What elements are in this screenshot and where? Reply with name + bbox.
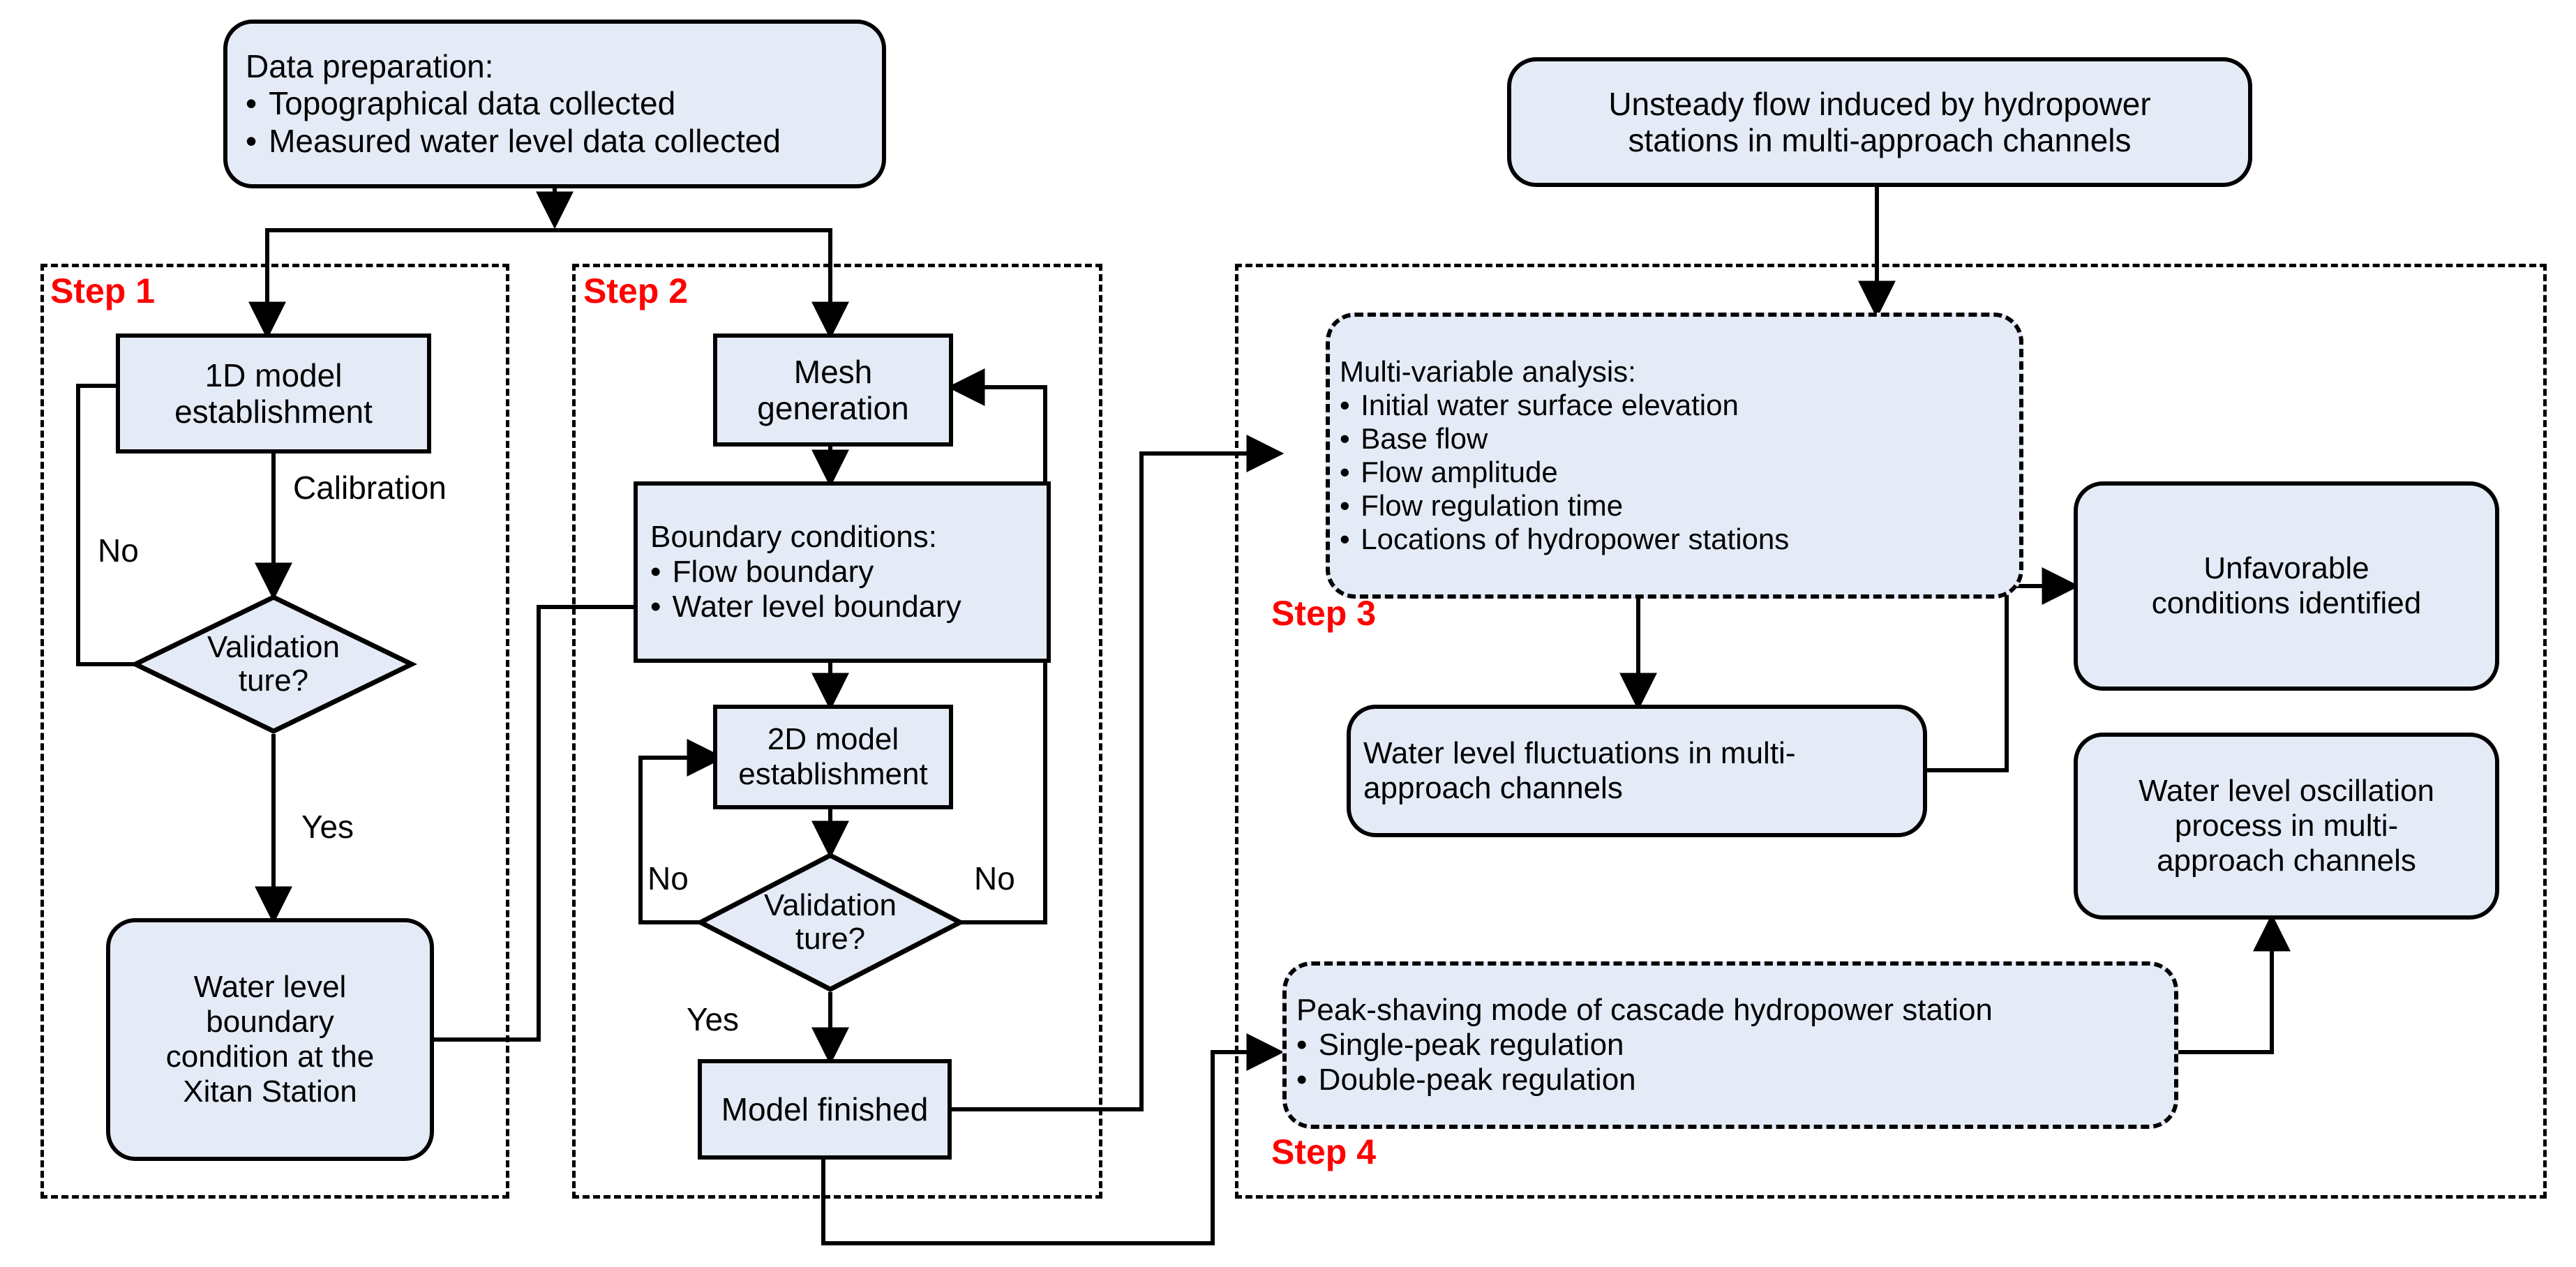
step-4-label: Step 4: [1271, 1132, 1377, 1171]
boundary-conditions-bullets: Flow boundary Water level boundary: [650, 555, 1034, 624]
list-item: Flow amplitude: [1340, 456, 2009, 489]
mesh-generation-line-1: Mesh: [793, 353, 873, 390]
xitan-line-4: Xitan Station: [183, 1074, 357, 1109]
edge-label-yes-step1: Yes: [301, 809, 354, 845]
validation-step2-line-1: Validation: [764, 887, 897, 922]
node-validation-ture-step2[interactable]: Validation ture?: [695, 853, 966, 992]
list-item: Measured water level data collected: [246, 122, 864, 160]
multi-variable-analysis-title: Multi-variable analysis:: [1340, 355, 1636, 389]
validation-step1-line-1: Validation: [207, 629, 340, 664]
node-boundary-conditions[interactable]: Boundary conditions: Flow boundary Water…: [634, 481, 1051, 663]
2d-model-line-2: establishment: [738, 757, 928, 791]
model-finished-label: Model finished: [721, 1090, 929, 1127]
edge-label-calibration: Calibration: [293, 470, 447, 506]
list-item: Single-peak regulation: [1296, 1028, 2164, 1063]
step-3-label: Step 3: [1271, 594, 1377, 633]
mesh-generation-line-2: generation: [757, 390, 909, 426]
water-level-fluctuations-line-2: approach channels: [1363, 771, 1623, 805]
node-data-preparation[interactable]: Data preparation: Topographical data col…: [223, 20, 886, 188]
1d-model-line-2: establishment: [174, 393, 373, 430]
peak-shaving-title: Peak-shaving mode of cascade hydropower …: [1296, 992, 1993, 1027]
data-preparation-bullets: Topographical data collected Measured wa…: [246, 84, 864, 160]
edge-label-yes-step2: Yes: [687, 1001, 740, 1037]
water-level-fluctuations-line-1: Water level fluctuations in multi-: [1363, 735, 1796, 770]
multi-variable-analysis-bullets: Initial water surface elevation Base flo…: [1340, 389, 2009, 556]
list-item: Flow boundary: [650, 555, 1034, 590]
node-peak-shaving-mode[interactable]: Peak-shaving mode of cascade hydropower …: [1282, 961, 2178, 1129]
node-1d-model-establishment[interactable]: 1D model establishment: [116, 333, 431, 453]
xitan-line-3: condition at the: [165, 1040, 375, 1074]
unfavorable-conditions-line-1: Unfavorable: [2203, 550, 2369, 585]
unsteady-flow-line-2: stations in multi-approach channels: [1628, 122, 2132, 158]
node-validation-ture-step1[interactable]: Validation ture?: [129, 594, 418, 734]
data-preparation-title: Data preparation:: [246, 47, 494, 84]
list-item: Locations of hydropower stations: [1340, 523, 2009, 556]
node-water-level-fluctuations[interactable]: Water level fluctuations in multi- appro…: [1347, 705, 1927, 837]
node-unfavorable-conditions[interactable]: Unfavorable conditions identified: [2074, 481, 2499, 691]
node-water-level-oscillation[interactable]: Water level oscillation process in multi…: [2074, 733, 2499, 920]
xitan-line-2: boundary: [206, 1004, 334, 1039]
node-xitan-station-boundary[interactable]: Water level boundary condition at the Xi…: [106, 918, 434, 1161]
water-level-oscillation-line-3: approach channels: [2157, 844, 2416, 878]
list-item: Double-peak regulation: [1296, 1063, 2164, 1097]
list-item: Base flow: [1340, 422, 2009, 456]
water-level-oscillation-line-1: Water level oscillation: [2139, 773, 2434, 808]
validation-step1-line-2: ture?: [238, 664, 309, 698]
edge-label-no-step2-left: No: [647, 860, 689, 897]
list-item: Initial water surface elevation: [1340, 389, 2009, 422]
step-2-label: Step 2: [583, 271, 689, 310]
node-multi-variable-analysis[interactable]: Multi-variable analysis: Initial water s…: [1326, 313, 2023, 599]
step-1-label: Step 1: [50, 271, 156, 310]
boundary-conditions-title: Boundary conditions:: [650, 519, 937, 554]
xitan-line-1: Water level: [193, 969, 347, 1004]
1d-model-line-1: 1D model: [204, 357, 343, 393]
list-item: Flow regulation time: [1340, 489, 2009, 523]
node-unsteady-flow[interactable]: Unsteady flow induced by hydropower stat…: [1507, 57, 2252, 187]
unfavorable-conditions-line-2: conditions identified: [2151, 586, 2422, 620]
list-item: Water level boundary: [650, 590, 1034, 624]
peak-shaving-bullets: Single-peak regulation Double-peak regul…: [1296, 1028, 2164, 1097]
2d-model-line-1: 2D model: [767, 721, 899, 756]
node-model-finished[interactable]: Model finished: [698, 1059, 952, 1160]
validation-step2-line-2: ture?: [795, 922, 866, 956]
water-level-oscillation-line-2: process in multi-: [2174, 808, 2399, 843]
node-mesh-generation[interactable]: Mesh generation: [713, 333, 953, 447]
unsteady-flow-line-1: Unsteady flow induced by hydropower: [1608, 85, 2151, 122]
list-item: Topographical data collected: [246, 84, 864, 122]
node-2d-model-establishment[interactable]: 2D model establishment: [713, 705, 953, 809]
edge-label-no-step2-right: No: [974, 860, 1015, 897]
edge-label-no-step1: No: [98, 532, 139, 569]
